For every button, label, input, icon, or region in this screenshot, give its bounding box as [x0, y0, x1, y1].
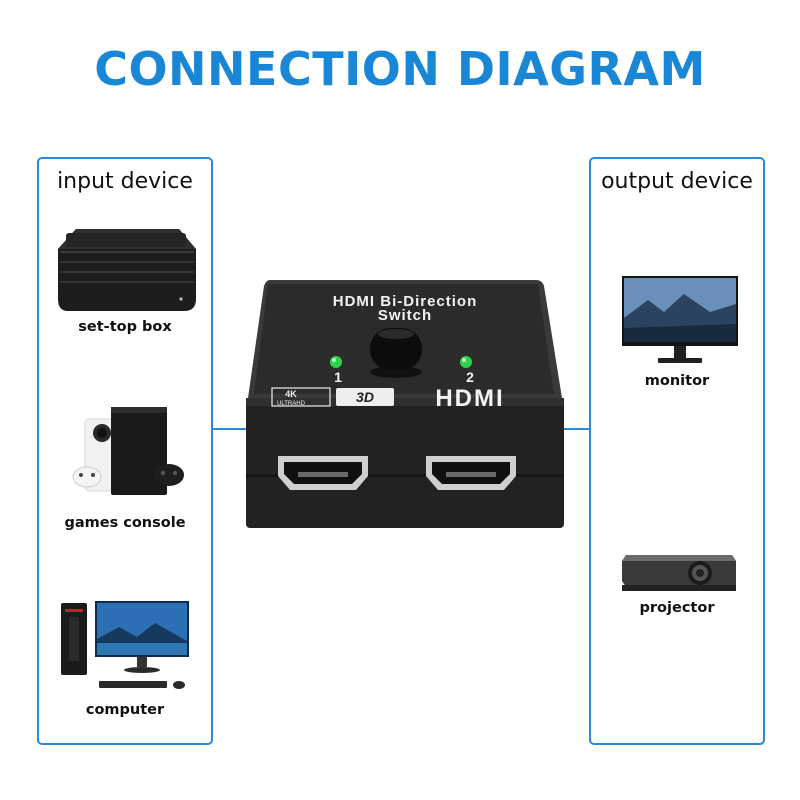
badge-ultrahd: ULTRAHD [277, 401, 306, 407]
switch-select-button[interactable] [370, 328, 422, 370]
device-label-computer: computer [85, 702, 165, 718]
monitor-icon [622, 276, 738, 363]
computer-icon [61, 601, 189, 689]
connection-line-input [211, 428, 247, 430]
port-number-1: 1 [334, 369, 342, 385]
badge-3d: 3D [356, 389, 374, 405]
switch-label-line1: HDMI Bi-Direction [333, 293, 478, 310]
hdmi-logo: HDMI [435, 385, 504, 412]
hdmi-port-2[interactable] [426, 456, 516, 490]
badge-4k: 4K [285, 389, 297, 399]
input-device-panel: input device set-top box games console [37, 157, 213, 745]
projector-icon [622, 555, 736, 591]
connection-line-output [563, 428, 590, 430]
games-console-icon [72, 407, 184, 495]
input-panel-title: input device [57, 169, 193, 194]
led-indicator-1 [330, 356, 342, 368]
device-label-projector: projector [639, 600, 715, 616]
port-number-2: 2 [466, 369, 474, 385]
device-label-games-console: games console [64, 515, 186, 531]
set-top-box-icon [58, 229, 196, 311]
device-label-monitor: monitor [644, 373, 710, 389]
page-title: CONNECTION DIAGRAM [94, 42, 706, 96]
hdmi-switch-device: HDMI Bi-Direction Switch 1 2 4K ULTRAHD … [246, 280, 564, 528]
led-indicator-2 [460, 356, 472, 368]
switch-label-line2: Switch [378, 307, 432, 324]
output-panel-title: output device [601, 169, 753, 194]
output-device-panel: output device monitor projector [589, 157, 765, 745]
hdmi-port-1[interactable] [278, 456, 368, 490]
device-label-set-top-box: set-top box [78, 319, 172, 335]
